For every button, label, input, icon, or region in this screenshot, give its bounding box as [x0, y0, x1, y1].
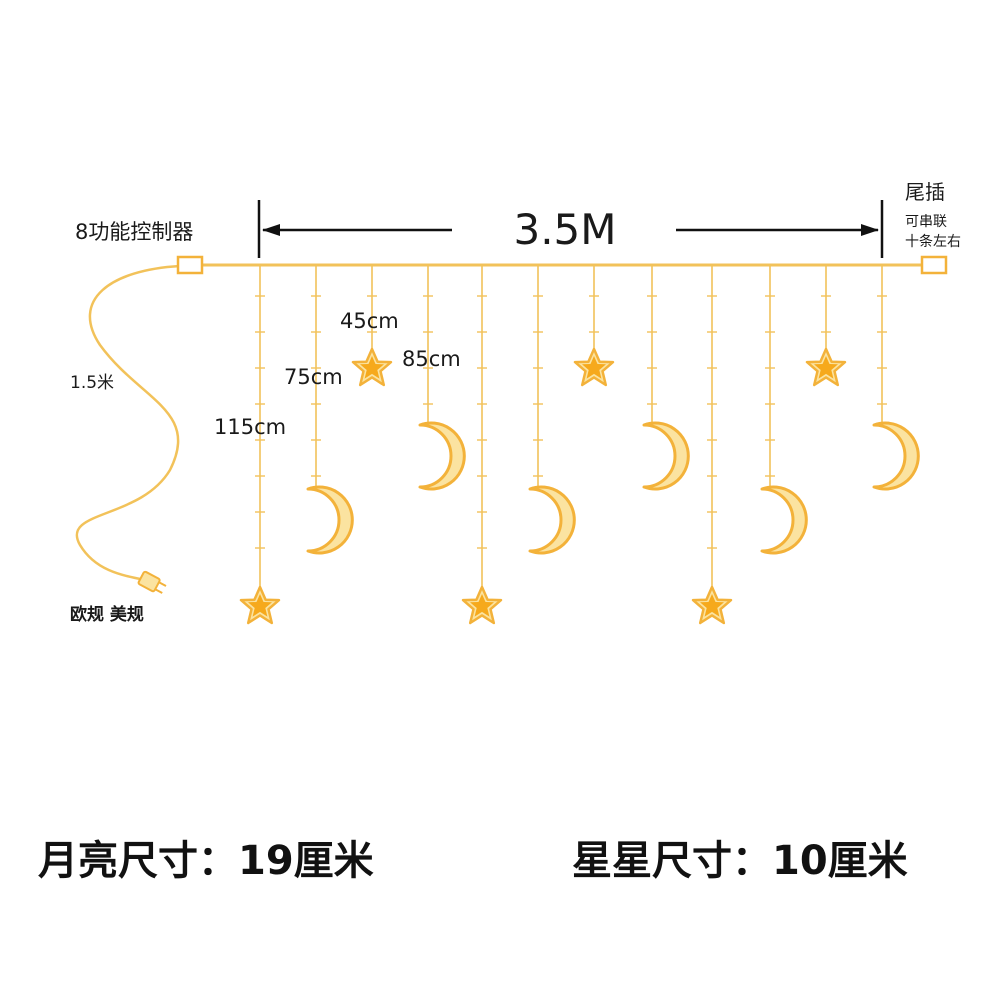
star-ornament-5 — [461, 585, 503, 625]
moon-size-caption: 月亮尺寸：19厘米 — [38, 838, 374, 884]
cord-length-label: 1.5米 — [70, 373, 114, 393]
moon-ornament-8 — [642, 421, 690, 491]
power-cord — [75, 264, 181, 582]
star-ornament-1 — [239, 585, 281, 625]
controller-box — [176, 255, 204, 275]
tail-plug-note-line1: 可串联 — [905, 214, 947, 230]
star-ornament-9 — [691, 585, 733, 625]
plug-icon — [137, 570, 167, 594]
drop-label-85cm: 85cm — [402, 347, 461, 371]
tail-plug-box — [920, 255, 948, 275]
drop-strands — [255, 266, 887, 588]
drop-label-115cm: 115cm — [214, 415, 286, 439]
tail-plug-label: 尾插 — [905, 180, 945, 204]
ornaments — [239, 347, 920, 625]
drop-label-45cm: 45cm — [340, 309, 399, 333]
star-ornament-11 — [805, 347, 847, 387]
moon-ornament-4 — [418, 421, 466, 491]
moon-ornament-12 — [872, 421, 920, 491]
star-ornament-3 — [351, 347, 393, 387]
controller-label: 8功能控制器 — [75, 220, 193, 244]
moon-ornament-6 — [528, 485, 576, 555]
dimension-bar — [257, 200, 884, 258]
moon-ornament-2 — [306, 485, 354, 555]
drop-label-75cm: 75cm — [284, 365, 343, 389]
plug-type-label: 欧规 美规 — [70, 604, 144, 625]
total-length-label: 3.5M — [513, 205, 616, 254]
star-size-caption: 星星尺寸：10厘米 — [572, 838, 908, 884]
tail-plug-note-line2: 十条左右 — [905, 233, 961, 250]
moon-ornament-10 — [760, 485, 808, 555]
star-ornament-7 — [573, 347, 615, 387]
